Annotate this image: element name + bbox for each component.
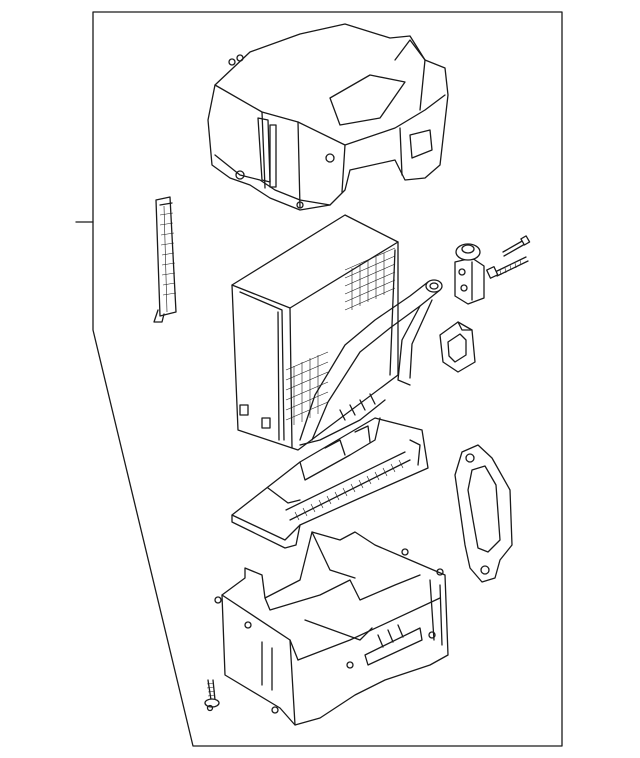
filter-icon [153,196,177,323]
grommet-icon [439,321,476,373]
assembly-frame [75,11,563,747]
bolts-icon [486,235,531,279]
seal-gasket-icon [454,444,513,583]
upper-case-icon [207,23,449,211]
drain-tray-icon [231,417,429,549]
evaporator-core-icon [231,214,443,451]
expansion-valve-icon [454,243,485,305]
lower-case-icon [214,531,449,726]
screw-icon [204,679,220,712]
